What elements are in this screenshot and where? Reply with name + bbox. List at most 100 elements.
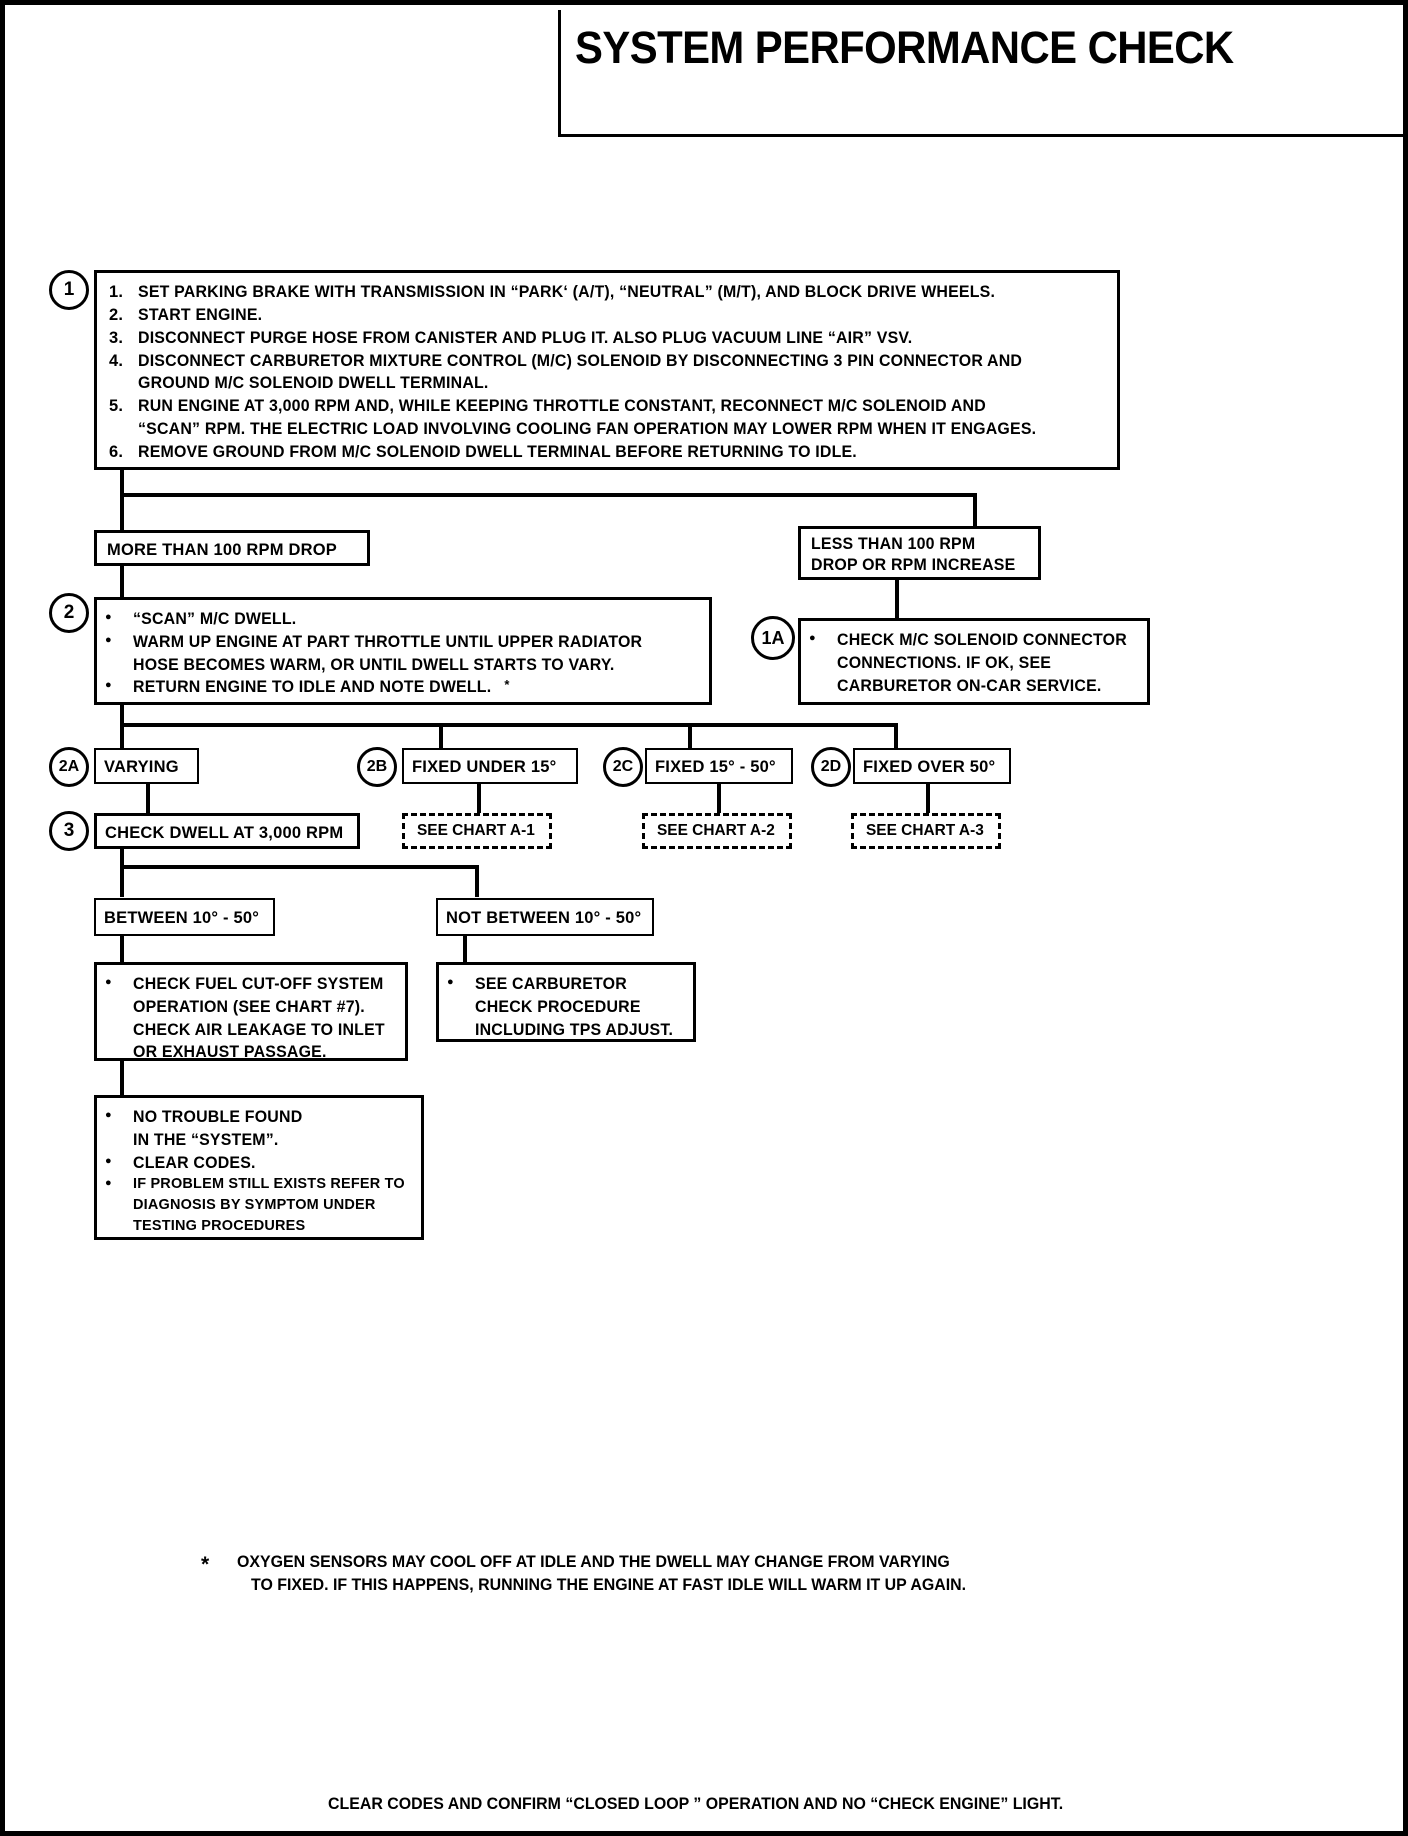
connector-not-between-to-carb — [463, 935, 467, 965]
connector-2d-down — [894, 723, 898, 749]
fuel-cutoff-bullets: CHECK FUEL CUT-OFF SYSTEM OPERATION (SEE… — [105, 973, 405, 1064]
step-1a-box: CHECK M/C SOLENOID CONNECTOR CONNECTIONS… — [798, 618, 1150, 705]
fuel-cutoff-box: CHECK FUEL CUT-OFF SYSTEM OPERATION (SEE… — [94, 962, 408, 1061]
list-item: CARBURETOR ON-CAR SERVICE. — [837, 676, 1102, 695]
no-trouble-found-box: NO TROUBLE FOUND IN THE “SYSTEM”. CLEAR … — [94, 1095, 424, 1240]
chart-ref-a2-label: SEE CHART A-2 — [657, 822, 775, 840]
bullet-icon — [105, 973, 133, 996]
branch-left-label: MORE THAN 100 RPM DROP — [107, 541, 337, 559]
list-item: 5.RUN ENGINE AT 3,000 RPM AND, WHILE KEE… — [109, 397, 986, 416]
connector-between-to-fuel — [120, 935, 124, 965]
badge-step-1-label: 1 — [63, 279, 75, 300]
carburetor-check-bullets: SEE CARBURETOR CHECK PROCEDURE INCLUDING… — [447, 973, 693, 1041]
dwell-fixed-over-50-label: FIXED OVER 50° — [863, 758, 996, 776]
list-item: SEE CARBURETOR — [447, 973, 693, 996]
badge-2c-label: 2C — [612, 758, 634, 775]
dwell-fixed-over-50-box: FIXED OVER 50° — [853, 748, 1011, 784]
list-item: OPERATION (SEE CHART #7). — [133, 997, 365, 1016]
no-trouble-bullets: NO TROUBLE FOUND IN THE “SYSTEM”. CLEAR … — [105, 1106, 421, 1236]
list-item: CHECK FUEL CUT-OFF SYSTEM — [105, 973, 405, 996]
badge-step-2: 2 — [49, 593, 89, 633]
connector-to-step2 — [120, 563, 124, 599]
step-1-list: 1.SET PARKING BRAKE WITH TRANSMISSION IN… — [97, 273, 1117, 464]
badge-2d: 2D — [811, 747, 851, 787]
dwell-fixed-under-15-label: FIXED UNDER 15° — [412, 758, 557, 776]
badge-2a: 2A — [49, 747, 89, 787]
title-box: SYSTEM PERFORMANCE CHECK — [558, 10, 1403, 137]
badge-2d-label: 2D — [820, 758, 842, 775]
bullet-icon — [105, 1152, 133, 1175]
list-item: NO TROUBLE FOUND — [105, 1106, 421, 1129]
bullet-icon — [447, 973, 475, 996]
dwell-varying-label: VARYING — [104, 758, 179, 776]
list-item: INCLUDING TPS ADJUST. — [475, 1020, 674, 1039]
footnote-line-2: TO FIXED. IF THIS HAPPENS, RUNNING THE E… — [251, 1576, 967, 1594]
connector-right-branch-down — [973, 493, 977, 529]
footnote-marker: * — [504, 677, 510, 693]
badge-step-1: 1 — [49, 270, 89, 310]
chart-ref-a1-label: SEE CHART A-1 — [417, 822, 535, 840]
bottom-note-label: CLEAR CODES AND CONFIRM “CLOSED LOOP ” O… — [328, 1795, 1064, 1813]
list-item: 6.REMOVE GROUND FROM M/C SOLENOID DWELL … — [109, 442, 857, 461]
list-item: 4.DISCONNECT CARBURETOR MIXTURE CONTROL … — [109, 351, 1023, 370]
connector-step3-down — [120, 847, 124, 869]
connector-2c-down — [688, 723, 692, 749]
connector-fuel-to-no-trouble — [120, 1059, 124, 1097]
branch-less-than-100-rpm: LESS THAN 100 RPM DROP OR RPM INCREASE — [798, 526, 1041, 580]
chart-ref-a3-label: SEE CHART A-3 — [866, 822, 984, 840]
connector-dwell-bus — [120, 723, 898, 727]
badge-2c: 2C — [603, 747, 643, 787]
bullet-icon — [809, 629, 837, 652]
connector-2b-to-chart-a1 — [477, 783, 481, 814]
branch-right-label-line1: LESS THAN 100 RPM — [811, 535, 976, 553]
connector-2d-to-chart-a3 — [926, 783, 930, 814]
list-item: 2.START ENGINE. — [109, 305, 263, 324]
branch-more-than-100-rpm-drop: MORE THAN 100 RPM DROP — [94, 530, 370, 566]
list-item: CHECK PROCEDURE — [475, 997, 641, 1016]
bullet-icon — [105, 676, 133, 699]
chart-ref-a1: SEE CHART A-1 — [402, 813, 552, 849]
badge-step-3: 3 — [49, 811, 89, 851]
chart-ref-a3: SEE CHART A-3 — [851, 813, 1001, 849]
list-item: IF PROBLEM STILL EXISTS REFER TO — [105, 1174, 421, 1195]
connector-left-branch-down — [120, 493, 124, 535]
not-between-10-50-box: NOT BETWEEN 10° - 50° — [436, 898, 654, 936]
chart-ref-a2: SEE CHART A-2 — [642, 813, 792, 849]
badge-2b: 2B — [357, 747, 397, 787]
bottom-note: CLEAR CODES AND CONFIRM “CLOSED LOOP ” O… — [5, 1795, 1403, 1814]
dwell-varying-box: VARYING — [94, 748, 199, 784]
between-10-50-box: BETWEEN 10° - 50° — [94, 898, 275, 936]
list-item: IN THE “SYSTEM”. — [133, 1130, 279, 1149]
badge-2b-label: 2B — [366, 758, 388, 775]
connector-to-step1a — [895, 578, 899, 618]
not-between-10-50-label: NOT BETWEEN 10° - 50° — [446, 909, 642, 927]
list-item: CHECK M/C SOLENOID CONNECTOR — [809, 629, 1147, 652]
step-2-bullets: “SCAN” M/C DWELL. WARM UP ENGINE AT PART… — [105, 608, 709, 699]
footnote-marker-icon: * — [201, 1553, 210, 1576]
dwell-fixed-15-50-label: FIXED 15° - 50° — [655, 758, 776, 776]
step-3-box: CHECK DWELL AT 3,000 RPM — [94, 813, 360, 849]
connector-split-horizontal — [120, 493, 977, 497]
list-item: CHECK AIR LEAKAGE TO INLET — [133, 1020, 385, 1039]
connector-2b-down — [439, 723, 443, 749]
connector-step2-down — [120, 703, 124, 727]
list-item: “SCAN” RPM. THE ELECTRIC LOAD INVOLVING … — [138, 420, 1037, 439]
bullet-icon — [105, 1106, 133, 1129]
connector-not-between-down — [475, 865, 479, 897]
list-item: “SCAN” M/C DWELL. — [105, 608, 709, 631]
list-item: 3.DISCONNECT PURGE HOSE FROM CANISTER AN… — [109, 328, 913, 347]
list-item: CLEAR CODES. — [105, 1152, 421, 1175]
connector-step3-bus — [120, 865, 479, 869]
list-item: CONNECTIONS. IF OK, SEE — [837, 653, 1052, 672]
carburetor-check-box: SEE CARBURETOR CHECK PROCEDURE INCLUDING… — [436, 962, 696, 1042]
list-item: OR EXHAUST PASSAGE. — [133, 1043, 327, 1062]
list-item: 1.SET PARKING BRAKE WITH TRANSMISSION IN… — [109, 283, 996, 301]
step-3-label: CHECK DWELL AT 3,000 RPM — [105, 824, 344, 842]
bullet-icon — [105, 631, 133, 654]
connector-between-down — [120, 865, 124, 897]
footnote: * OXYGEN SENSORS MAY COOL OFF AT IDLE AN… — [201, 1553, 1201, 1595]
connector-2a-down — [120, 723, 124, 749]
badge-step-3-label: 3 — [63, 820, 75, 841]
connector-2a-to-step3 — [146, 783, 150, 814]
